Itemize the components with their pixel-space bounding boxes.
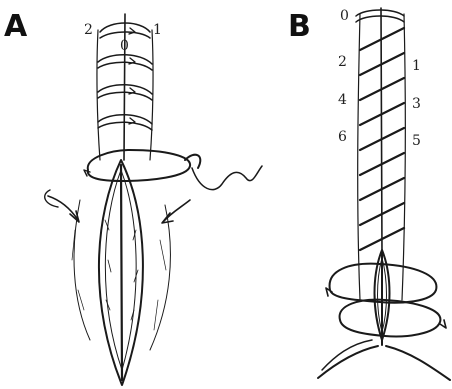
panel-b-label-0: 0 bbox=[340, 8, 349, 24]
panel-a-center-suture-line bbox=[124, 14, 125, 160]
panel-b-label-6: 6 bbox=[338, 129, 347, 145]
panel-b-traction-threads bbox=[318, 340, 450, 380]
panel-b-label-5: 5 bbox=[412, 133, 421, 149]
panel-a-letter: A bbox=[4, 9, 28, 44]
panel-a-encircling-loop bbox=[84, 150, 200, 181]
panel-a-label-right: 1 bbox=[153, 22, 162, 38]
panel-a-label-left: 2 bbox=[84, 22, 93, 38]
panel-a-suture-tail bbox=[192, 166, 262, 190]
panel-b: B bbox=[288, 8, 450, 380]
panel-b-center-line bbox=[381, 8, 382, 255]
panel-a: A bbox=[4, 9, 262, 385]
panel-a-incision bbox=[99, 160, 143, 385]
panel-b-label-4: 4 bbox=[338, 92, 347, 108]
panel-b-label-1: 1 bbox=[412, 58, 421, 74]
panel-a-label-center: 0 bbox=[120, 38, 129, 54]
panel-a-traction-arrows bbox=[45, 190, 190, 223]
panel-b-letter: B bbox=[288, 9, 311, 44]
panel-b-label-3: 3 bbox=[412, 96, 421, 112]
panel-b-label-2: 2 bbox=[338, 54, 347, 70]
